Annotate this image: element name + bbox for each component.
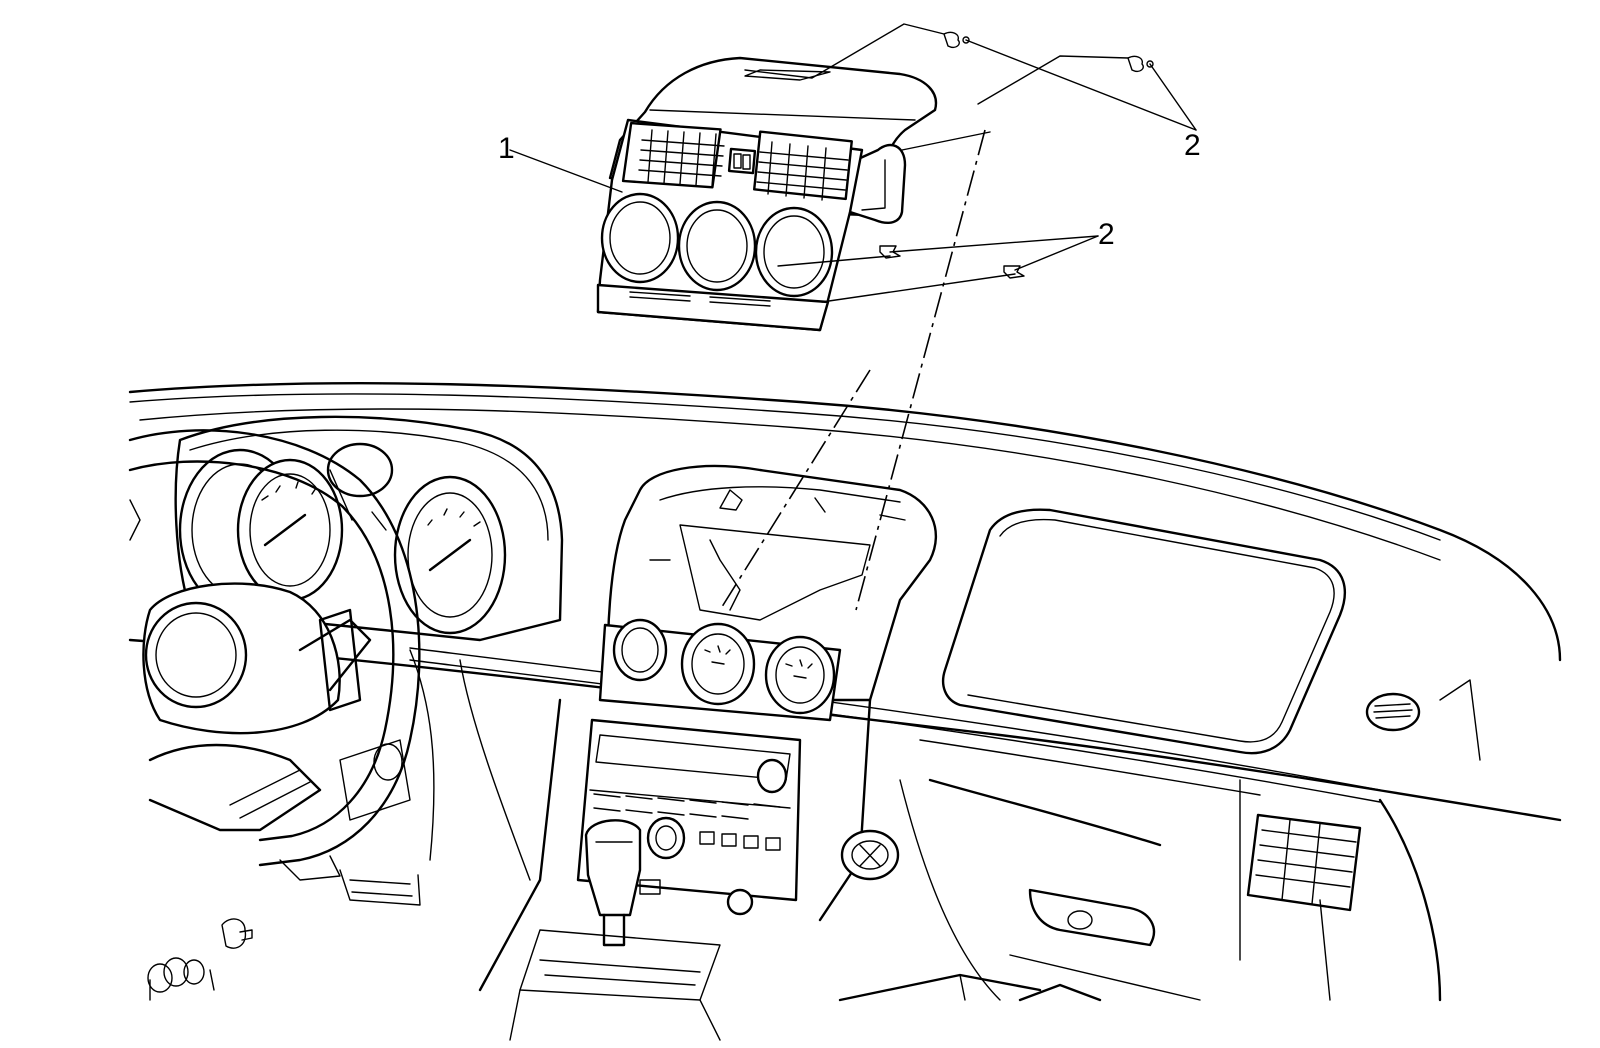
knob-openings <box>600 192 834 298</box>
callout-fasteners-lower-label: 2 <box>1098 218 1115 251</box>
passenger-airbag-door <box>941 508 1347 755</box>
loose-retainer-clips <box>147 918 253 1001</box>
gear-shifter <box>509 819 721 1041</box>
right-side-vent <box>1246 692 1421 912</box>
upper-vent-louvers <box>638 129 849 201</box>
fastener-clip-top-1 <box>943 31 970 49</box>
hvac-control-knobs <box>598 618 842 722</box>
steering-wheel <box>128 429 421 867</box>
callout-trim-plate-label: 1 <box>498 132 515 165</box>
leader-lines <box>509 23 1197 303</box>
instrument-panel-assembly <box>128 382 1562 1041</box>
installation-guide-lines <box>719 129 986 611</box>
center-trim-plate <box>596 56 938 332</box>
fastener-screw-lower-1 <box>879 245 901 259</box>
hazard-switch-icon <box>727 147 757 175</box>
callout-fasteners-top-label: 2 <box>1184 129 1201 162</box>
center-stack <box>459 464 938 1041</box>
fastener-screw-lower-2 <box>1003 265 1025 279</box>
fastener-clip-top-2 <box>1127 55 1154 73</box>
fuse-access-cover <box>840 829 900 881</box>
